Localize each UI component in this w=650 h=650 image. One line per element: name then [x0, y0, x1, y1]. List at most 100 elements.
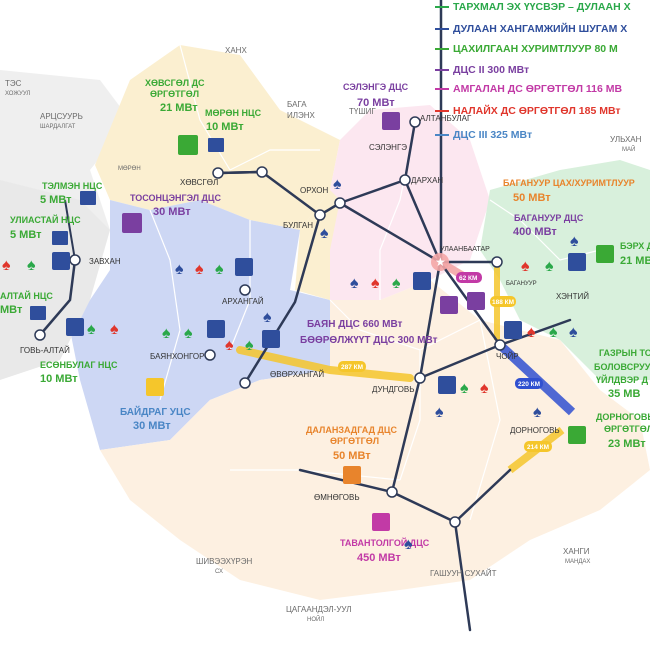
plant-altai-name: АЛТАЙ НЦС: [0, 290, 53, 301]
city-choir: ЧОЙР: [496, 352, 519, 361]
tower-icon: ♠: [392, 275, 401, 292]
solar-panel-icon: [80, 191, 96, 205]
plant-baidrag-name: БАЙДРАГ УЦС: [120, 405, 191, 418]
legend-item: ТАРХМАЛ ЭХ ҮҮСВЭР – ДУЛААН Х: [435, 0, 631, 14]
grid-line-west: [64, 199, 76, 261]
plant-bayan-name: БАЯН ДЦС 660 МВт: [307, 319, 403, 330]
tower-icon: ♠: [570, 233, 579, 250]
region-far-west: [0, 180, 110, 380]
legend-item: ЦАХИЛГААН ХУРИМТЛУУР 80 М: [435, 42, 618, 56]
factory-icon: [122, 213, 142, 233]
node-umnugovi: [386, 486, 398, 498]
node-uvurkhangai: [239, 377, 251, 389]
city-khentii: ХЭНТИЙ: [556, 292, 589, 301]
plant-baganuur-tsakh-name: БАГАНУУР ЦАХ/ХУРИМТЛУУР: [503, 178, 635, 188]
node-bayankhongor: [204, 349, 216, 361]
plant-selenge-power: 70 МВт: [357, 97, 395, 109]
city-orkhon: ОРХОН: [300, 186, 328, 195]
factory-icon: [413, 272, 431, 290]
legend-label: АМГАЛАН ДС ӨРГӨТГӨЛ 116 МВ: [453, 83, 623, 95]
distance-220km: 220 КМ: [518, 381, 540, 388]
legend-item: ДУЛААН ХАНГАМЖИЙН ШУГАМ Х: [435, 22, 627, 36]
plant-dalanzadgad-name-1: ДАЛАНЗАДГАД ДЦС: [306, 425, 397, 435]
solar-panel-icon: [208, 138, 224, 152]
city-altanbulag: АЛТАНБУЛАГ: [420, 114, 472, 123]
plant-berkh-power: 21 МВ: [620, 255, 650, 267]
plant-khuvsgul-power: 21 МВт: [160, 102, 198, 114]
city-selenge: СЭЛЭНГЭ: [369, 143, 407, 152]
plant-berkh-name: БЭРХ Д: [620, 241, 650, 251]
node-bulgan: [314, 209, 326, 221]
label-ulkhan-sub: МАЙ: [622, 145, 635, 153]
legend-swatch: [435, 134, 449, 136]
tower-icon: ♠: [2, 257, 11, 274]
label-khoojuul: ХОЖУУЛ: [5, 91, 30, 97]
factory-icon: [66, 318, 84, 336]
plant-gazryn-name-3: ҮЙЛДВЭР Д: [596, 374, 649, 385]
node-darkhan: [399, 174, 411, 186]
plant-dalanzadgad-power: 50 МВт: [333, 450, 371, 462]
plant-borolj-name: БӨӨРӨЛЖҮҮТ ДЦС 300 МВт: [300, 335, 438, 346]
label-shivee-sub: СХ: [215, 569, 223, 575]
label-shivee: ШИВЭЭХҮРЭН: [196, 557, 253, 566]
node-arkhangai: [239, 284, 251, 296]
legend-label: ДУЛААН ХАНГАМЖИЙН ШУГАМ Х: [453, 23, 628, 35]
plant-gazryn-name-2: БОЛОВСРУУЛ: [594, 362, 650, 372]
plant-labels: ХӨВСГӨЛ ДС ӨРГӨТГӨЛ 21 МВт МӨРӨН НЦС 10 …: [0, 78, 650, 564]
city-baganuur: БАГАНУУР: [506, 281, 537, 287]
label-khangi: ХАНГИ: [563, 547, 590, 556]
legend-item: НАЛАЙХ ДС ӨРГӨТГӨЛ 185 МВт: [435, 104, 621, 118]
tower-icon: ♠: [162, 325, 171, 342]
factory-icon: [568, 253, 586, 271]
node-tavantolgoi: [449, 516, 461, 528]
city-labels: ХӨВСГӨЛ СЭЛЭНГЭ АЛТАНБУЛАГ ДАРХАН ОРХОН …: [20, 114, 589, 502]
ulaanbaatar-halo: [431, 253, 449, 271]
tower-icon: ♠: [371, 275, 380, 292]
distance-214km: 214 КМ: [527, 444, 549, 451]
legend-label: НАЛАЙХ ДС ӨРГӨТГӨЛ 185 МВт: [453, 105, 621, 117]
tower-icon: ♠: [175, 261, 184, 278]
tower-icon: ♠: [533, 404, 542, 421]
label-artssuuri-sub: ШАРДАЛГАТ: [40, 124, 76, 130]
plant-dornogovi-power: 23 МВт: [608, 438, 646, 450]
distance-62km: 62 КМ: [459, 275, 477, 282]
node-orkhon: [334, 197, 346, 209]
plant-khuvsgul-name-1: ХӨВСГӨЛ ДС: [145, 78, 205, 88]
city-uvurkhangai: ӨВӨРХАНГАЙ: [270, 370, 324, 379]
tower-icon: ♠: [569, 324, 578, 341]
factory-icon: [343, 466, 361, 484]
ulaanbaatar-star-icon: ★: [435, 255, 446, 269]
tower-icon: ♠: [225, 337, 234, 354]
plant-telmen-name: ТЭЛМЭН НЦС: [42, 181, 103, 191]
highlight-287km: [236, 346, 414, 382]
legend-item: ДЦС III 325 МВт: [435, 128, 532, 142]
solar-panel-icon: [52, 231, 68, 245]
factory-icon: [467, 292, 485, 310]
line-distances: 62 КМ 188 КМ 287 КМ 220 КМ 214 КМ: [338, 272, 552, 452]
plant-uliastai-name: УЛИАСТАЙ НЦС: [10, 214, 81, 225]
tower-icon: ♠: [527, 324, 536, 341]
tower-icon: ♠: [320, 225, 329, 242]
tower-icon: ♠: [480, 380, 489, 397]
legend-item: АМГАЛАН ДС ӨРГӨТГӨЛ 116 МВ: [435, 82, 622, 96]
tower-icon: ♠: [245, 337, 254, 354]
plant-esunbulag-power: 10 МВт: [40, 373, 78, 385]
tower-icon: ♠: [184, 325, 193, 342]
legend-item: ДЦС II 300 МВт: [435, 63, 529, 77]
node-govi-altai: [34, 329, 46, 341]
label-khuvsgul-sub: МӨРӨН: [118, 166, 141, 172]
plant-altai-power: МВт: [0, 304, 23, 316]
factory-icon: [504, 321, 522, 339]
plant-khuvsgul-name-2: ӨРГӨТГӨЛ: [150, 89, 199, 99]
legend-swatch: [435, 6, 449, 8]
plant-dornogovi-name-2: ӨРГӨТГӨЛ: [604, 424, 650, 434]
plant-gazryn-power: 35 МВ: [608, 388, 640, 400]
factory-icon: [596, 245, 614, 263]
node-baganuur: [491, 256, 503, 268]
plant-tosontsengel-power: 30 МВт: [153, 206, 191, 218]
city-umnugovi: ӨМНӨГОВЬ: [314, 493, 360, 502]
city-darkhan: ДАРХАН: [411, 176, 443, 185]
tower-icon: ♠: [215, 261, 224, 278]
region-east-green: [480, 160, 650, 380]
